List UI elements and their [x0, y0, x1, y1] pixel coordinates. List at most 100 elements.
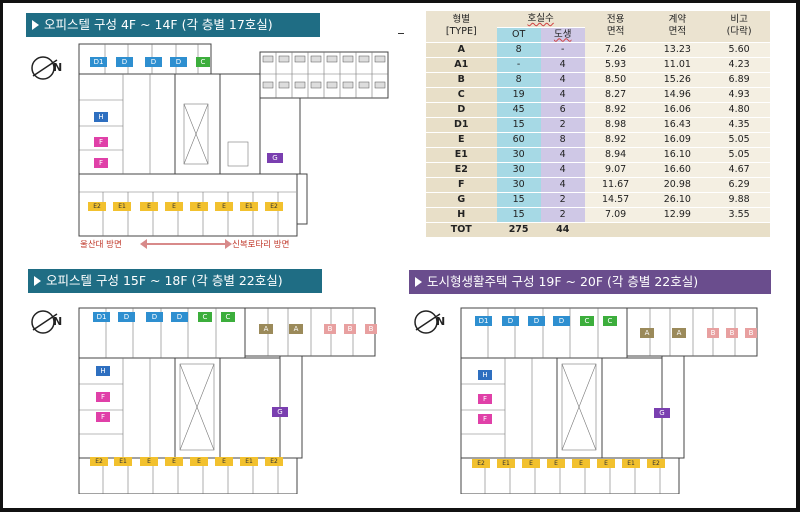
unit-tag-g: G [654, 408, 670, 418]
unit-tag-d1: D1 [475, 316, 492, 326]
unit-tag-f: F [96, 392, 110, 402]
unit-tag-b: B [365, 324, 377, 334]
unit-tag-d1: D1 [93, 312, 110, 322]
unit-tag-g: G [267, 153, 283, 163]
floor-plan-4f-14f [78, 42, 396, 238]
triangle-icon [415, 277, 422, 287]
unit-tag-e2: E2 [265, 202, 283, 211]
unit-tag-e: E [165, 457, 183, 466]
unit-tag-e2: E2 [90, 457, 108, 466]
unit-tag-e: E [547, 459, 565, 468]
svg-text:N: N [53, 315, 62, 328]
unit-tag-c: C [198, 312, 212, 322]
unit-tag-d: D [171, 312, 188, 322]
unit-tag-e1: E1 [240, 202, 258, 211]
unit-tag-d: D [553, 316, 570, 326]
direction-label-right: 신복로타리 방면 [232, 240, 290, 250]
unit-tag-e: E [140, 202, 158, 211]
unit-tag-d: D [116, 57, 133, 67]
north-compass-icon: N [29, 50, 65, 86]
unit-tag-d1: D1 [90, 57, 107, 67]
unit-tag-a: A [672, 328, 686, 338]
unit-tag-e: E [522, 459, 540, 468]
banner-title: 오피스텔 구성 4F ~ 14F (각 층별 17호실) [44, 17, 273, 32]
unit-tag-f: F [94, 158, 108, 168]
direction-arrow [140, 239, 232, 249]
unit-tag-f: F [96, 412, 110, 422]
banner-plan-15f-18f: 오피스텔 구성 15F ~ 18F (각 층별 22호실) [28, 269, 322, 293]
unit-tag-e: E [190, 202, 208, 211]
header-rooms: 호실수 [496, 11, 585, 28]
unit-tag-f: F [478, 394, 492, 404]
banner-plan-19f-20f: 도시형생활주택 구성 19F ~ 20F (각 층별 22호실) [409, 270, 771, 294]
unit-tag-h: H [478, 370, 492, 380]
unit-tag-g: G [272, 407, 288, 417]
unit-tag-f: F [478, 414, 492, 424]
unit-tag-e1: E1 [497, 459, 515, 468]
header-ot: OT [496, 27, 541, 43]
unit-tag-b: B [344, 324, 356, 334]
unit-tag-c: C [603, 316, 617, 326]
unit-tag-e2: E2 [472, 459, 490, 468]
unit-tag-b: B [726, 328, 738, 338]
unit-tag-d: D [145, 57, 162, 67]
unit-tag-e1: E1 [240, 457, 258, 466]
north-compass-icon: N [412, 304, 448, 340]
unit-tag-a: A [289, 324, 303, 334]
unit-tag-e: E [165, 202, 183, 211]
unit-tag-b: B [745, 328, 757, 338]
unit-tag-b: B [324, 324, 336, 334]
svg-text:N: N [436, 315, 445, 328]
unit-tag-d: D [118, 312, 135, 322]
unit-tag-e: E [572, 459, 590, 468]
unit-tag-e2: E2 [88, 202, 106, 211]
header-type: 형별[TYPE] [426, 11, 497, 43]
unit-tag-a: A [259, 324, 273, 334]
unit-tag-h: H [94, 112, 108, 122]
svg-text:N: N [53, 61, 62, 74]
direction-label-left: 울산대 방면 [80, 240, 122, 250]
unit-tag-e1: E1 [114, 457, 132, 466]
triangle-icon [34, 276, 41, 286]
unit-tag-c: C [580, 316, 594, 326]
unit-tag-d: D [502, 316, 519, 326]
banner-plan-4f-14f: 오피스텔 구성 4F ~ 14F (각 층별 17호실) [26, 13, 320, 37]
unit-tag-a: A [640, 328, 654, 338]
unit-tag-e: E [140, 457, 158, 466]
unit-tag-f: F [94, 137, 108, 147]
unit-tag-c: C [221, 312, 235, 322]
unit-tag-e: E [597, 459, 615, 468]
floor-plan-19f-20f [460, 298, 778, 494]
unit-tag-e: E [215, 457, 233, 466]
dash-mark [398, 33, 404, 34]
unit-tag-e2: E2 [265, 457, 283, 466]
unit-tag-e2: E2 [647, 459, 665, 468]
triangle-icon [32, 20, 39, 30]
unit-tag-d: D [146, 312, 163, 322]
north-compass-icon: N [29, 304, 65, 340]
header-note: 비고(다락) [708, 11, 770, 43]
banner-title: 오피스텔 구성 15F ~ 18F (각 층별 22호실) [46, 273, 283, 288]
unit-tag-e1: E1 [622, 459, 640, 468]
unit-tag-d: D [170, 57, 187, 67]
unit-tag-c: C [196, 57, 210, 67]
unit-tag-e: E [215, 202, 233, 211]
unit-tag-d: D [528, 316, 545, 326]
unit-tag-e: E [190, 457, 208, 466]
